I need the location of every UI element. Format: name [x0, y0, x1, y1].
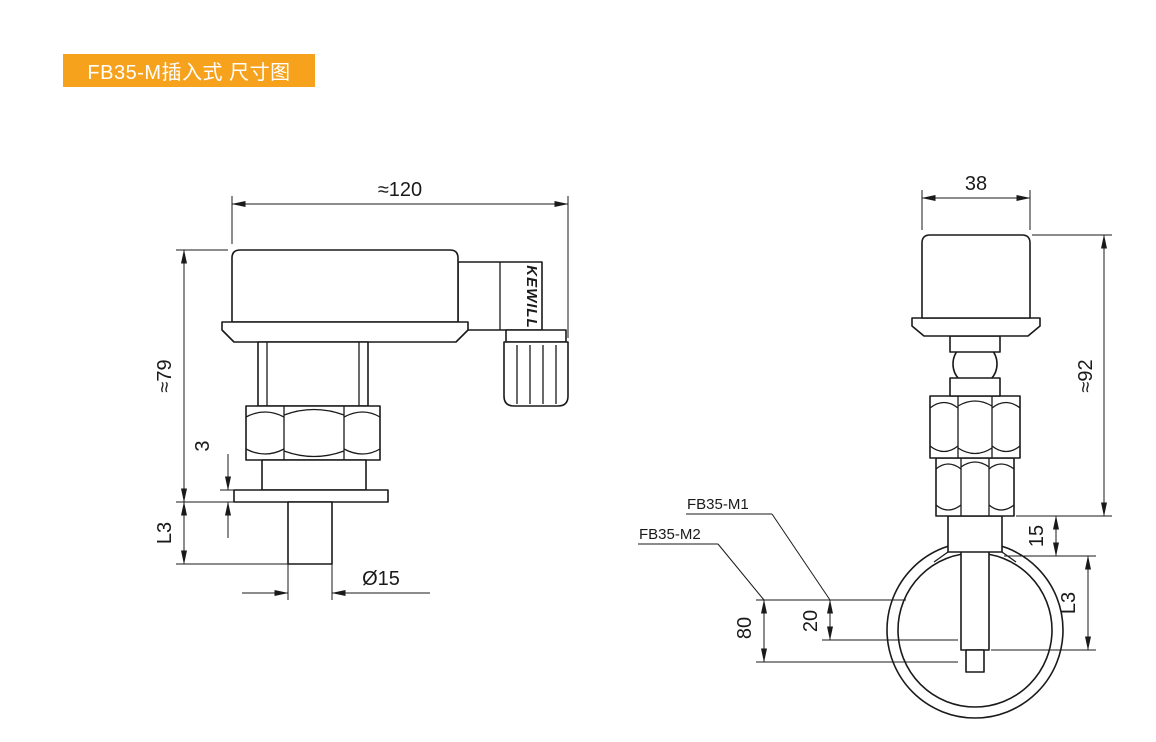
dim-probe-length-left-label: L3	[154, 522, 176, 544]
dim-cap-width-label: 38	[965, 173, 987, 195]
dim-plate-thickness: 3	[192, 440, 234, 538]
dim-probe-diameter-label: Ø15	[362, 568, 400, 590]
label-model-m2: FB35-M2	[639, 526, 701, 543]
brand-label: KEWILL	[523, 265, 540, 329]
dim-insertion-m2: 80	[734, 599, 958, 663]
dim-probe-diameter: Ø15	[242, 564, 430, 600]
hex-nut-lower	[935, 457, 1015, 517]
hex-nut	[245, 405, 381, 461]
probe-front	[960, 541, 990, 673]
dim-plate-thickness-label: 3	[192, 440, 214, 451]
neck	[257, 341, 369, 407]
cap-flange-front	[911, 317, 1041, 337]
probe	[287, 501, 333, 565]
cap-flange	[221, 321, 469, 343]
dim-insertion-m1: 20	[800, 599, 958, 641]
dim-probe-length-right-label: L3	[1058, 592, 1080, 614]
dim-overall-width-label: ≈120	[378, 179, 422, 201]
dim-body-height: ≈79	[154, 249, 234, 503]
mounting-plate	[233, 489, 389, 503]
label-model-m1: FB35-M1	[687, 496, 749, 513]
housing-cap-front	[921, 234, 1031, 319]
dim-probe-length-right: L3	[991, 555, 1096, 651]
cable-connector-block	[457, 261, 543, 331]
page-title: FB35-M插入式 尺寸图	[87, 62, 291, 84]
dim-body-height-front: ≈92	[1016, 234, 1112, 517]
dim-probe-length-left: L3	[154, 501, 288, 565]
thread-collar	[261, 459, 367, 491]
right-view: 38 ≈92 15 L3 FB35	[638, 173, 1112, 719]
dim-clamp-offset-label: 15	[1026, 525, 1048, 547]
hex-nut-upper	[929, 395, 1021, 459]
cable-gland	[503, 329, 569, 407]
dim-overall-width: ≈120	[231, 179, 569, 338]
model-leaders: FB35-M1 FB35-M2	[638, 496, 906, 601]
dim-insertion-m2-label: 80	[734, 617, 756, 639]
housing-cap	[231, 249, 459, 323]
dim-cap-width: 38	[921, 173, 1031, 230]
dim-clamp-offset: 15	[1004, 515, 1096, 557]
ball-joint	[949, 335, 1001, 397]
title-banner: FB35-M插入式 尺寸图	[63, 54, 315, 87]
dim-insertion-m1-label: 20	[800, 610, 822, 632]
dim-body-height-label: ≈79	[154, 359, 176, 392]
left-view: KEWILL	[154, 179, 569, 600]
pipe-clamp	[933, 515, 1017, 563]
dim-body-height-front-label: ≈92	[1075, 359, 1097, 392]
